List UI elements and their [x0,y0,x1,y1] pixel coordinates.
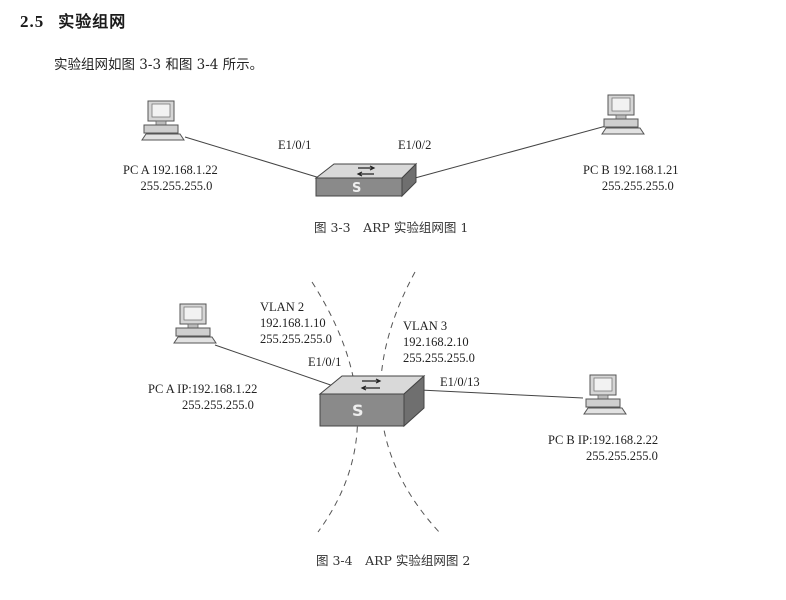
vlan3-name: VLAN 3 [403,319,448,333]
fig2-switch-icon: S [318,374,426,428]
fig1-port-right: E1/0/2 [398,138,432,152]
section-title: 实验组网 [58,12,127,31]
fig2-pc-b-computer-icon [583,374,627,415]
fig2-pc-a-computer-icon [173,303,217,344]
fig2-pc-b-label: PC B IP:192.168.2.22 255.255.255.0 [548,432,658,464]
svg-text:S: S [352,401,364,420]
pc-b-computer-icon [601,94,645,135]
fig2-port-right: E1/0/13 [440,375,480,389]
fig2-pc-a-ip: PC A IP:192.168.1.22 [148,382,258,396]
section-heading: 2.5 实验组网 [20,8,126,32]
intro-paragraph: 实验组网如图 3-3 和图 3-4 所示。 [54,57,264,73]
svg-text:S: S [352,181,361,196]
vlan3-ip: 192.168.2.10 [403,335,469,349]
fig1-pc-a-mask: 255.255.255.0 [140,179,213,193]
vlan3-mask: 255.255.255.0 [403,351,475,365]
fig2-link-switch-pcb [419,389,584,399]
section-number: 2.5 [20,12,45,31]
fig1-caption: 图 3-3 ARP 实验组网图 1 [314,220,469,235]
vlan2-boundary [311,281,359,533]
fig2-pc-b-mask: 255.255.255.0 [586,449,658,463]
vlan2-name: VLAN 2 [260,300,305,314]
fig1-switch-icon: S [314,162,418,198]
vlan2-mask: 255.255.255.0 [260,332,332,346]
fig1-port-left: E1/0/1 [278,138,312,152]
fig2-pc-a-mask: 255.255.255.0 [182,398,254,412]
fig2-port-left: E1/0/1 [308,355,342,369]
fig2-caption: 图 3-4 ARP 实验组网图 2 [316,553,471,568]
vlan2-ip: 192.168.1.10 [260,316,326,330]
fig1-links [184,125,607,179]
fig1-link-switch-pcb [414,125,607,179]
fig2-pc-a-label: PC A IP:192.168.1.22 255.255.255.0 [148,381,257,413]
pc-a-computer-icon [141,100,185,141]
fig1-pc-b-mask: 255.255.255.0 [601,179,674,193]
fig1-link-pca-switch [184,136,321,179]
fig1-pc-b-ip: PC B 192.168.1.21 [583,163,679,177]
fig2-links [214,344,584,399]
fig1-pc-b-label: PC B 192.168.1.21 255.255.255.0 [583,162,679,194]
vlan3-label: VLAN 3 192.168.2.10 255.255.255.0 [403,318,475,366]
fig1-pc-a-ip: PC A 192.168.1.22 [123,163,218,177]
fig1-pc-a-label: PC A 192.168.1.22 255.255.255.0 [123,162,218,194]
fig2-link-pca-switch [214,344,346,391]
vlan2-label: VLAN 2 192.168.1.10 255.255.255.0 [260,299,332,347]
fig2-pc-b-ip: PC B IP:192.168.2.22 [548,433,659,447]
